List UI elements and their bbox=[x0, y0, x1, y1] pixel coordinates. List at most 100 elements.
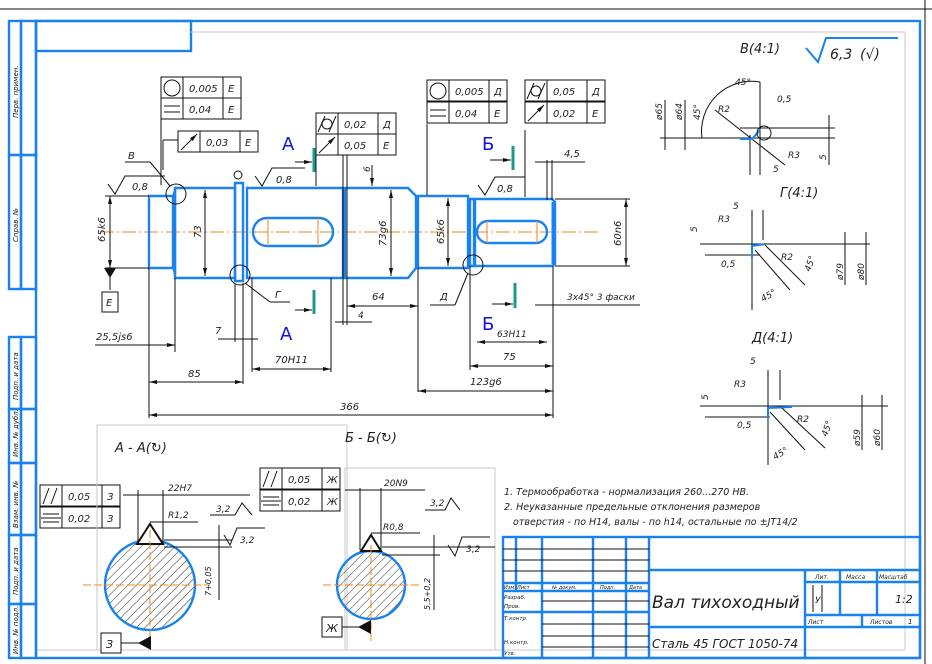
section-aa: А - А(↻) 22H7 R1,2 7+0,05 3,2 3,2 З bbox=[83, 441, 265, 654]
tb-row-label: Утв. bbox=[504, 651, 516, 657]
side-stamp-label: Справ. № bbox=[12, 208, 20, 242]
side-stamp: Перв. примен. Справ. № Подп. и дата Инв.… bbox=[7, 19, 38, 660]
detail-dim: ø59 bbox=[853, 429, 863, 447]
roughness-value: 3,2 bbox=[216, 505, 231, 515]
shaft-main-view bbox=[100, 181, 600, 286]
tolerance-datum: Ж bbox=[326, 475, 339, 486]
callout-label: Г bbox=[275, 290, 282, 301]
chamfer-note: 3x45° 3 фаски bbox=[567, 293, 635, 303]
detail-circle-v bbox=[165, 183, 187, 205]
detail-dim: ø79 bbox=[836, 263, 846, 281]
datum-e: Е bbox=[101, 268, 119, 313]
detail-dim: 45° bbox=[820, 420, 835, 438]
detail-dim: 5 bbox=[733, 202, 739, 212]
detail-dim: ø60 bbox=[873, 429, 883, 447]
tolerance-datum: Е bbox=[592, 109, 599, 120]
callout-label: Д bbox=[439, 292, 448, 303]
dim-length: 6 bbox=[363, 166, 373, 172]
tb-header: Лист bbox=[516, 585, 531, 591]
cylindricity-icon bbox=[317, 115, 337, 133]
detail-dim: 5 bbox=[701, 394, 711, 400]
note-line: отверстия - по Н14, валы - по h14, остал… bbox=[504, 517, 798, 528]
tb-row-label: Н.контр. bbox=[504, 640, 529, 646]
tolerance-value: 0,04 bbox=[455, 109, 477, 120]
detail-dim: 0,5 bbox=[721, 260, 736, 270]
tb-scale-label: Масштаб bbox=[879, 574, 908, 581]
keyway-a bbox=[251, 216, 335, 248]
detail-circle-d bbox=[462, 254, 484, 276]
dim-length: 85 bbox=[188, 369, 201, 380]
detail-dim: 45° bbox=[760, 288, 779, 305]
dim-length: 4 bbox=[358, 311, 364, 321]
dim-length: 70H11 bbox=[275, 355, 308, 366]
tolerance-frame: 0,02 Е bbox=[524, 101, 606, 124]
tb-sheet-label: Лист bbox=[807, 619, 824, 626]
tolerance-value: 0,05 bbox=[553, 87, 575, 98]
roughness-general-suffix: (√) bbox=[860, 47, 880, 63]
tolerance-datum: Д bbox=[493, 87, 502, 98]
section-letter: А bbox=[280, 324, 293, 345]
keyway-radius: R1,2 bbox=[168, 511, 189, 521]
tolerance-frame: 0,005 Д bbox=[426, 79, 508, 102]
parallelism-icon bbox=[42, 487, 58, 505]
dim-diameter: 60n6 bbox=[613, 221, 624, 246]
tb-row-label: Пров. bbox=[504, 604, 520, 610]
tolerance-value: 0,005 bbox=[455, 87, 484, 98]
tolerance-datum: Д bbox=[382, 120, 391, 131]
keyway-depth: 5,5+0,2 bbox=[423, 578, 432, 610]
dim-diameter: 73g6 bbox=[378, 221, 389, 246]
side-stamp-label: Перв. примен. bbox=[12, 65, 20, 118]
detail-d: Д(4:1) 5 R3 5 0,5 R2 45° 45° ø59 ø60 bbox=[700, 331, 888, 465]
detail-dim: ø80 bbox=[857, 263, 867, 281]
tolerance-datum: Е bbox=[228, 84, 235, 95]
section-letter: Б bbox=[482, 314, 494, 335]
tolerance-value: 0,02 bbox=[344, 120, 366, 131]
detail-title: Г(4:1) bbox=[780, 186, 818, 201]
drawing-title: Вал тихоходный bbox=[652, 593, 800, 613]
section-aa-viewport bbox=[96, 424, 348, 651]
tb-mass-label: Масса bbox=[846, 574, 865, 581]
detail-title: В(4:1) bbox=[740, 42, 780, 57]
section-bb-viewport bbox=[344, 467, 496, 651]
detail-dim: ø64 bbox=[675, 103, 685, 121]
roughness-value: 0,8 bbox=[276, 175, 292, 186]
roughness-general-value: 6,3 bbox=[830, 47, 852, 63]
detail-dim: 5 bbox=[750, 357, 756, 367]
tolerance-value: 0,02 bbox=[553, 109, 575, 120]
tb-header: Изм. bbox=[504, 585, 516, 591]
tb-header: Подп. bbox=[600, 585, 615, 591]
note-line: 2. Неуказанные предельные отклонения раз… bbox=[504, 502, 761, 513]
keyway-depth: 7+0,05 bbox=[204, 566, 213, 596]
roundness-icon bbox=[429, 82, 447, 100]
side-stamp-label: Взам. инв. № bbox=[12, 480, 20, 528]
tolerance-datum: Е bbox=[245, 138, 252, 149]
roughness-value: 3,2 bbox=[466, 545, 481, 555]
callout-label: В bbox=[128, 151, 135, 162]
tb-row-label: Разраб. bbox=[504, 595, 526, 601]
keyway-b bbox=[475, 219, 549, 245]
tb-scale-value: 1:2 bbox=[895, 593, 913, 606]
keyway-width: 20N9 bbox=[384, 479, 408, 489]
roughness-value: 0,8 bbox=[132, 182, 148, 193]
tolerance-value: 0,04 bbox=[189, 105, 211, 116]
detail-dim: R2 bbox=[718, 105, 730, 115]
technical-notes: 1. Термообработка - нормализация 260...2… bbox=[504, 487, 798, 528]
detail-dim: 5 bbox=[773, 165, 779, 175]
flatness-icon bbox=[430, 109, 446, 117]
detail-dim: R3 bbox=[718, 215, 730, 225]
tb-row-label: Т.контр. bbox=[504, 616, 528, 622]
detail-v: В(4:1) ø65 ø64 45° 45° R2 0,5 R3 5 5 bbox=[655, 42, 835, 175]
tolerance-value: 0,005 bbox=[189, 84, 218, 95]
tolerance-frame: 0,005 Е bbox=[160, 76, 242, 99]
tb-sheets-value: 1 bbox=[908, 618, 912, 626]
tolerance-datum: Е bbox=[228, 105, 235, 116]
tb-header: № докум. bbox=[551, 585, 577, 591]
